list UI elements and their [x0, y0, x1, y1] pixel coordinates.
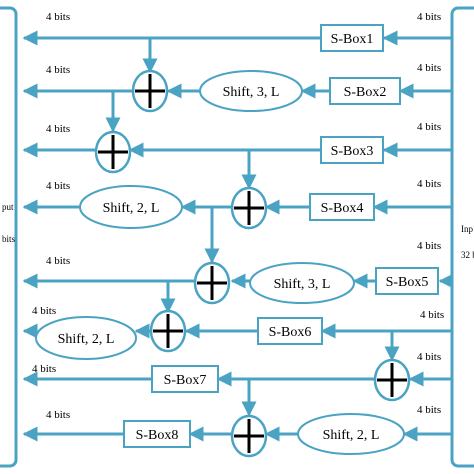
bits-label-in-1: 4 bits [417, 11, 441, 23]
sbox-2-rect [329, 77, 401, 105]
shift-row-8: Shift, 2, L [297, 413, 405, 455]
bits-label-out-1: 4 bits [46, 11, 70, 23]
shift-row-4-ellipse [79, 185, 183, 229]
sbox-8-label: S-Box8 [136, 428, 179, 443]
shift-row-4-label: Shift, 2, L [103, 201, 160, 216]
sbox-1-label: S-Box1 [331, 32, 374, 47]
xor-icon [131, 69, 169, 113]
sbox-1: S-Box1 [320, 24, 384, 52]
sbox-1-rect [320, 24, 384, 52]
shift-row-5: Shift, 3, L [249, 262, 355, 304]
output-panel-label-bottom: bits [2, 234, 16, 244]
sbox-6-rect [257, 317, 323, 345]
input-panel-label-bottom: 32 b [461, 250, 474, 260]
xor-icon [373, 358, 411, 402]
shift-row-5-ellipse [249, 262, 355, 304]
bits-label-out-8: 4 bits [46, 409, 70, 421]
input-bar [450, 6, 474, 468]
bits-label-in-2: 4 bits [417, 62, 441, 74]
sbox-4-label: S-Box4 [321, 201, 364, 216]
sbox-8-rect [123, 420, 191, 448]
xor-icon [230, 414, 268, 458]
xor-icon [193, 261, 231, 305]
sbox-3: S-Box3 [320, 136, 384, 164]
shift-row-5-label: Shift, 3, L [274, 277, 331, 292]
bits-label-in-3: 4 bits [417, 121, 441, 133]
shift-row-6: Shift, 2, L [35, 316, 137, 360]
sbox-7-rect [151, 365, 219, 393]
output-panel: put bits [0, 6, 18, 468]
main-wires [22, 30, 454, 442]
sbox-5-rect [375, 267, 439, 295]
xor-group [94, 69, 411, 458]
feed-wires [105, 38, 400, 417]
output-bar [0, 6, 18, 468]
bits-label-out-2: 4 bits [46, 64, 70, 76]
sbox-6-label: S-Box6 [269, 325, 312, 340]
sbox-2: S-Box2 [329, 77, 401, 105]
sbox-5: S-Box5 [375, 267, 439, 295]
shift-row-2-ellipse [199, 70, 303, 112]
xor-icon [230, 186, 268, 230]
shift-row-8-ellipse [297, 413, 405, 455]
xor-icon [149, 309, 187, 353]
shift-row-6-ellipse [35, 316, 137, 360]
sbox-2-label: S-Box2 [344, 85, 387, 100]
shift-row-4: Shift, 2, L [79, 185, 183, 229]
sbox-3-rect [320, 136, 384, 164]
input-panel: Inp 32 b [450, 6, 474, 468]
bits-label-out-7: 4 bits [32, 363, 56, 375]
sbox-5-label: S-Box5 [386, 275, 429, 290]
shift-row-8-label: Shift, 2, L [323, 428, 380, 443]
input-panel-label-top: Inp [461, 224, 473, 234]
bits-labels: 4 bits 4 bits 4 bits 4 bits 4 bits 4 bit… [32, 11, 444, 421]
shift-row-6-label: Shift, 2, L [58, 332, 115, 347]
xor-icon [94, 130, 132, 174]
sbox-7-label: S-Box7 [164, 373, 207, 388]
sbox-3-label: S-Box3 [331, 144, 374, 159]
bits-label-in-6: 4 bits [420, 309, 444, 321]
bits-label-in-5: 4 bits [417, 240, 441, 252]
sbox-8: S-Box8 [123, 420, 191, 448]
bits-label-out-4: 4 bits [46, 180, 70, 192]
bits-label-in-7: 4 bits [417, 351, 441, 363]
sbox-7: S-Box7 [151, 365, 219, 393]
bits-label-in-4: 4 bits [417, 178, 441, 190]
sbox-4: S-Box4 [309, 193, 375, 221]
output-panel-label-top: put [2, 202, 14, 212]
bits-label-out-3: 4 bits [46, 123, 70, 135]
sbox-group: S-Box1 S-Box2 S-Box3 S-Box4 S-Box5 S-Box… [123, 24, 439, 448]
shift-row-2-label: Shift, 3, L [223, 85, 280, 100]
bits-label-out-6: 4 bits [32, 305, 56, 317]
shift-row-2: Shift, 3, L [199, 70, 303, 112]
bits-label-in-8: 4 bits [417, 404, 441, 416]
sbox-4-rect [309, 193, 375, 221]
shift-group: Shift, 3, L Shift, 2, L Shift, 3, L Shif… [35, 70, 405, 455]
bits-label-out-5: 4 bits [46, 255, 70, 267]
sbox-6: S-Box6 [257, 317, 323, 345]
